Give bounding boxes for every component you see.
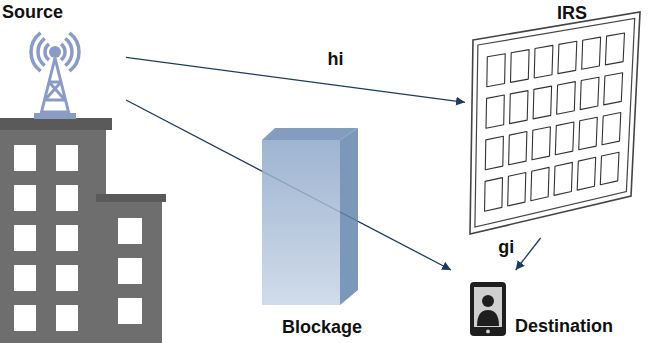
irs-element <box>534 45 553 78</box>
irs-element <box>508 173 526 207</box>
antenna-tower <box>31 33 79 119</box>
building-main <box>0 128 106 343</box>
irs-element <box>487 54 505 87</box>
irs-element <box>485 136 503 170</box>
node-art <box>255 125 380 343</box>
phone-icon <box>470 282 506 336</box>
irs-element <box>605 33 624 65</box>
irs-element <box>558 41 577 73</box>
channel-label: hi <box>326 50 346 70</box>
window <box>118 258 142 284</box>
irs-element <box>554 162 572 195</box>
irs-panel <box>470 12 640 234</box>
destination-node: Destination <box>445 270 647 343</box>
building-annex <box>100 200 162 343</box>
irs-element <box>511 50 530 83</box>
irs-node: IRS <box>465 0 645 238</box>
window <box>118 218 142 244</box>
irs-element <box>532 127 550 160</box>
irs-element <box>486 95 504 128</box>
irs-element <box>555 122 574 155</box>
irs-element <box>582 37 601 69</box>
window <box>56 185 78 211</box>
irs-element <box>577 157 596 190</box>
signal-link <box>126 57 465 102</box>
window <box>14 265 36 291</box>
window <box>14 185 36 211</box>
window <box>56 305 78 331</box>
window <box>14 225 36 251</box>
irs-element <box>531 167 549 200</box>
channel-label: gi <box>496 238 516 258</box>
window <box>56 145 78 171</box>
node-art <box>465 0 645 238</box>
irs-element <box>510 91 528 124</box>
irs-element <box>604 73 623 105</box>
window <box>56 225 78 251</box>
irs-element <box>579 117 598 150</box>
irs-element <box>509 132 527 165</box>
window <box>14 145 36 171</box>
window <box>56 265 78 291</box>
annex-roof <box>96 194 166 202</box>
node-label: Source <box>2 2 63 23</box>
irs-element <box>533 86 552 119</box>
building-windows <box>14 145 142 331</box>
irs-element <box>557 82 576 115</box>
blockage-node: Blockage <box>255 125 380 343</box>
node-label: Destination <box>515 316 613 337</box>
irs-element <box>600 152 619 185</box>
node-label: IRS <box>557 3 587 24</box>
irs-element <box>602 113 621 145</box>
blockage-box <box>262 128 358 305</box>
irs-element <box>485 178 503 212</box>
window <box>118 298 142 324</box>
window <box>14 305 36 331</box>
irs-element <box>580 77 599 109</box>
signal-link <box>516 238 541 270</box>
node-label: Blockage <box>282 317 362 338</box>
source-node: Source <box>0 0 126 122</box>
building-roof <box>0 118 112 130</box>
